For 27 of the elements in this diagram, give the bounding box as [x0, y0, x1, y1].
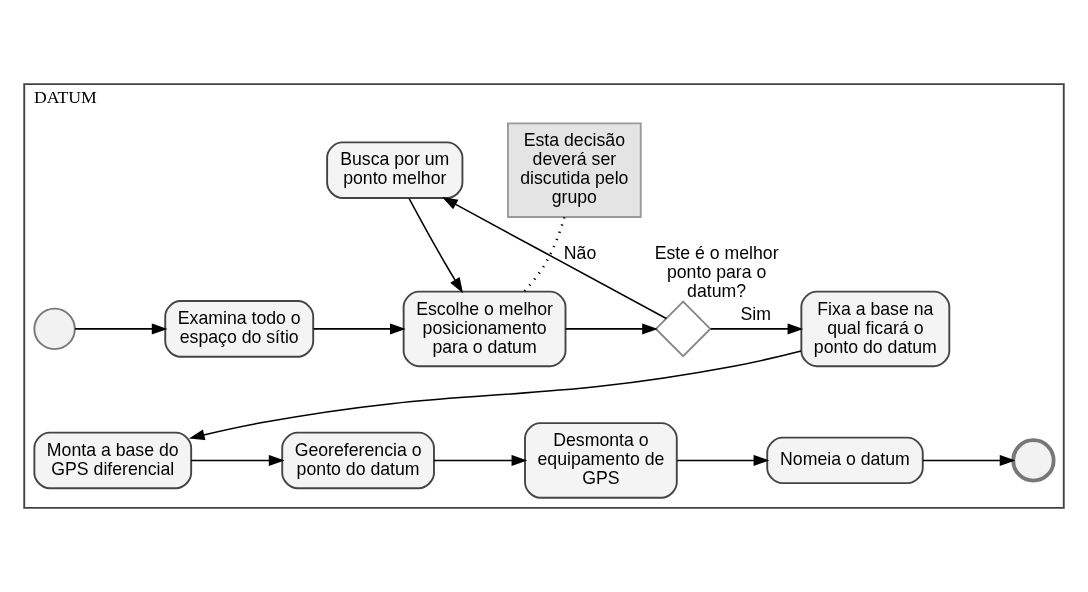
node-box: Desmonta o equipamento de GPS — [524, 422, 678, 499]
node-box: Fixa a base na qual ficará o ponto do datum — [800, 290, 951, 368]
node-box: Monta a base do GPS diferencial — [33, 431, 193, 490]
node-box: Georeferencia o ponto do datum — [281, 431, 435, 490]
arrow — [74, 323, 168, 335]
node-circle — [33, 307, 76, 351]
arrow — [676, 454, 770, 466]
connector — [523, 216, 566, 293]
arrow — [709, 323, 804, 335]
node-box: Escolhe o melhor posicionamento para o datum — [402, 290, 567, 368]
node-diamond — [654, 300, 712, 358]
node-circle — [1011, 438, 1056, 483]
arrow — [312, 323, 406, 335]
node-box: Nomeia o datum — [766, 436, 924, 485]
arrow — [564, 323, 658, 335]
edge-label: Não — [563, 242, 597, 263]
node-box: Examina todo o espaço do sítio — [164, 300, 315, 358]
node-box: Busca por um ponto melhor — [326, 141, 464, 199]
arrow — [433, 454, 528, 466]
node-box: Esta decisão deverá ser discutida pelo grupo — [507, 122, 642, 218]
arrow — [442, 197, 668, 320]
arrow — [188, 350, 802, 441]
arrow — [408, 197, 464, 294]
arrow — [922, 454, 1016, 466]
node-label: Este é o melhor ponto para o datum? — [654, 242, 779, 301]
arrow — [190, 454, 285, 466]
edge-label: Sim — [740, 304, 772, 325]
